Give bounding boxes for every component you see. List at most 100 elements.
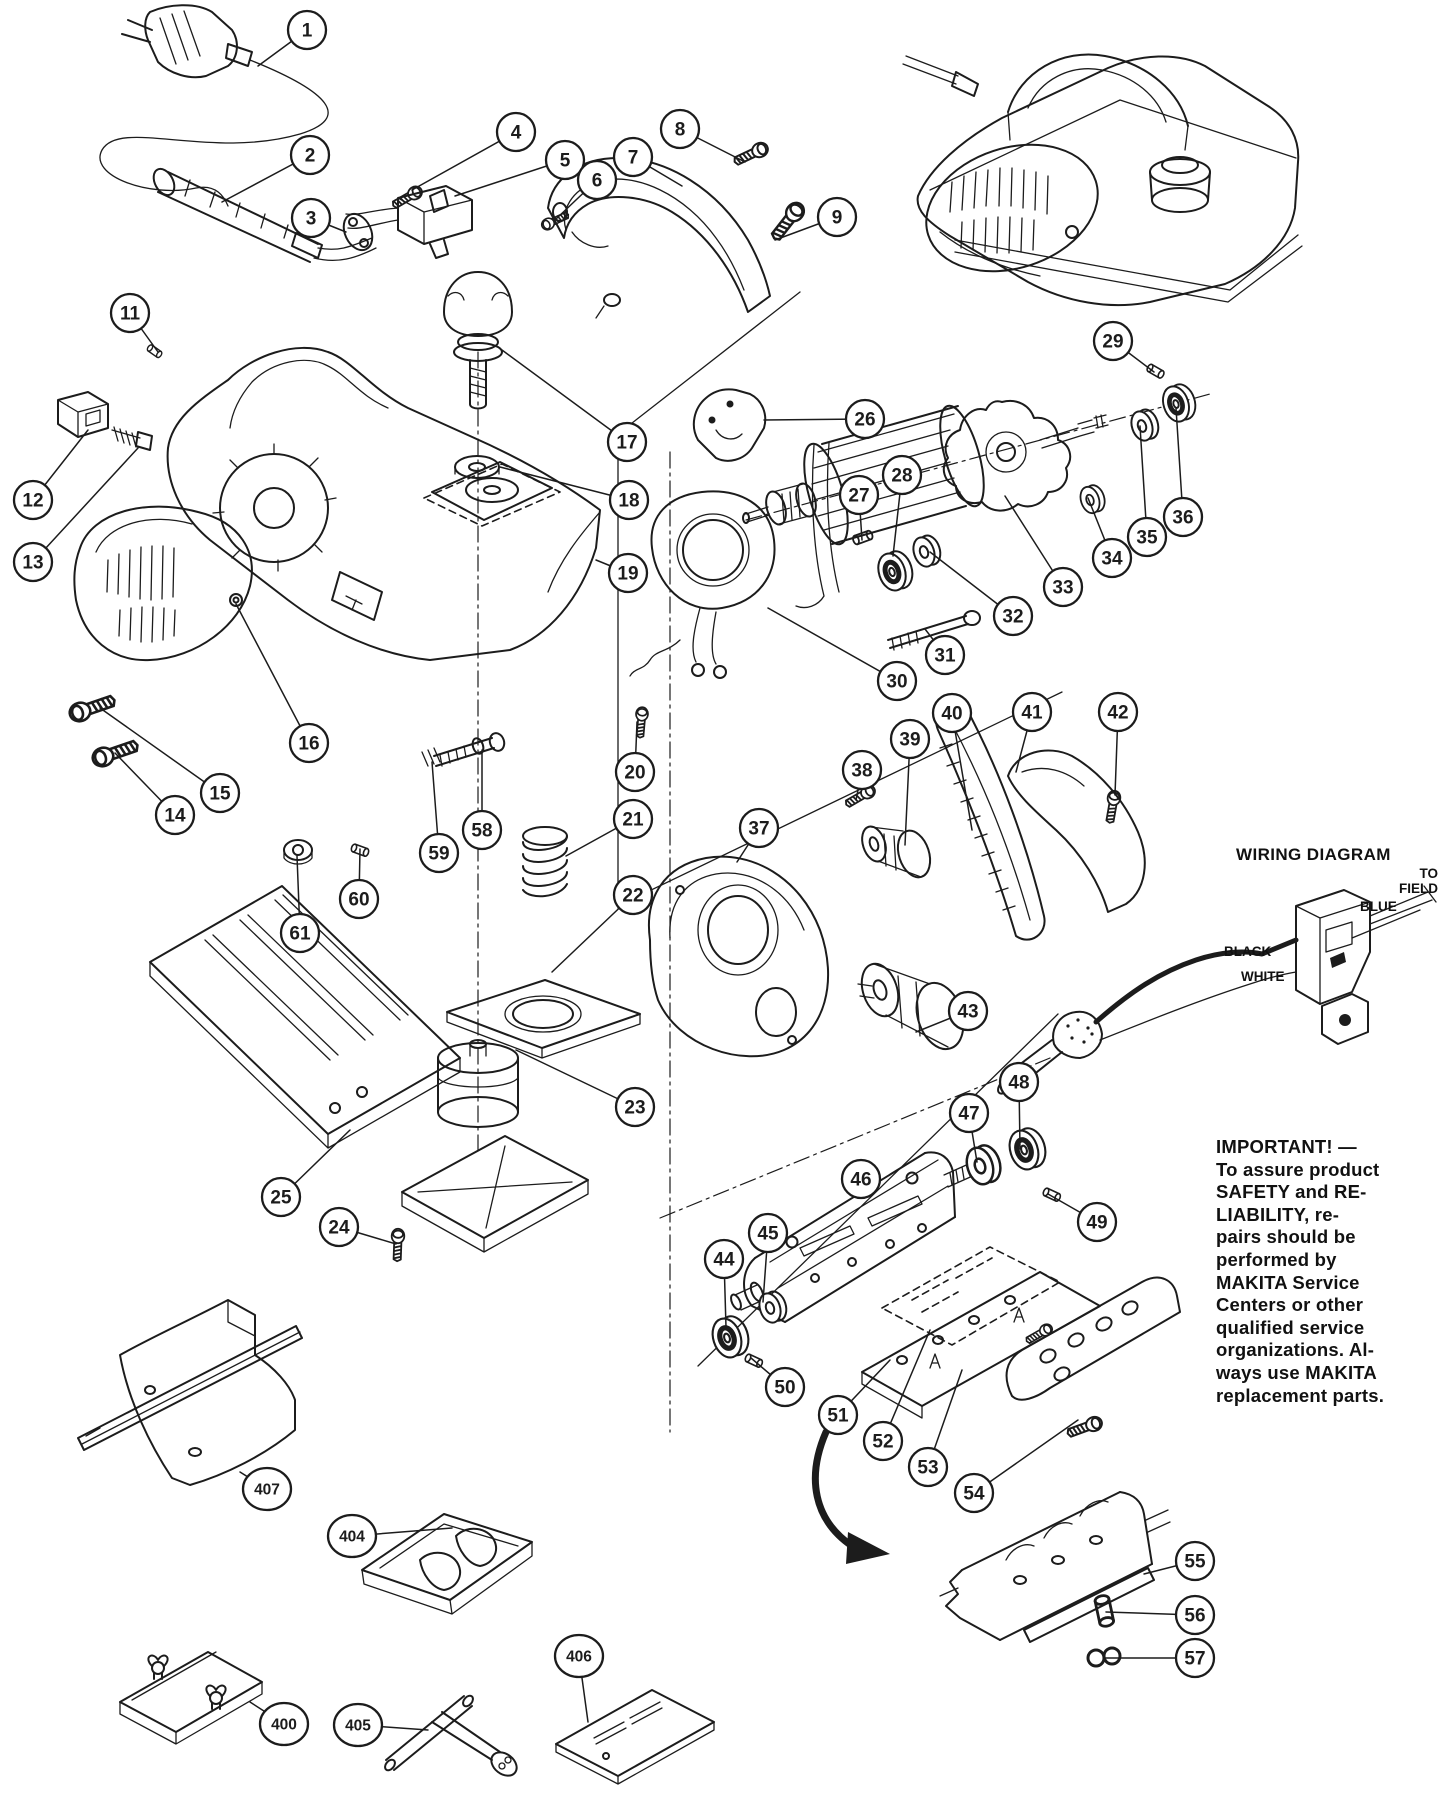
motor-pulley: [861, 825, 932, 879]
callout-16: 16: [235, 603, 330, 764]
balloon-circle: [12, 541, 54, 583]
balloon-number: 22: [622, 886, 643, 907]
leader-line: [99, 707, 221, 794]
balloon-circle: [659, 108, 701, 150]
callout-5: 5: [454, 139, 586, 197]
balloon-circle: [12, 479, 54, 521]
washer-35: [1126, 405, 1163, 445]
balloon-circle: [1097, 691, 1139, 733]
balloon-number: 45: [757, 1224, 779, 1245]
callout-14: 14: [114, 752, 196, 836]
balloon-number: 31: [934, 646, 956, 667]
balloon-number: 41: [1021, 703, 1043, 724]
balloon-number: 15: [209, 784, 231, 805]
callout-38: 38: [841, 749, 883, 801]
notice-line: To assure product: [1216, 1158, 1380, 1180]
screw-4: [389, 183, 426, 212]
blade-set: [861, 1246, 1181, 1419]
callout-13: 13: [12, 447, 139, 583]
balloon-circle: [1174, 1540, 1216, 1582]
balloon-number: 29: [1102, 332, 1123, 353]
balloon-circle: [289, 134, 331, 176]
balloon-number: 20: [624, 763, 645, 784]
balloon-number: 5: [560, 151, 571, 172]
screw-8: [730, 139, 772, 170]
wiring-label-blue: BLUE: [1360, 899, 1397, 914]
callout-1: 1: [257, 9, 328, 67]
callout-12: 12: [12, 429, 89, 521]
leader-line: [767, 607, 898, 682]
balloon-circle: [1174, 1637, 1216, 1679]
pin-29: [1145, 362, 1166, 380]
balloon-circle: [260, 1176, 302, 1218]
callout-28: 28: [881, 454, 923, 557]
balloon-number: 16: [298, 734, 319, 755]
balloon-circle: [576, 159, 618, 201]
ball-bearing-36: [1159, 381, 1200, 425]
screw-9: [766, 198, 809, 245]
wiring-diagram-title: WIRING DIAGRAM: [1236, 845, 1391, 864]
callout-404: 404: [326, 1513, 453, 1559]
callout-8: 8: [659, 108, 746, 163]
balloon-circle: [553, 1633, 605, 1679]
callout-22: 22: [551, 874, 654, 973]
balloon-number: 400: [271, 1717, 297, 1734]
ball-bearing-44: [708, 1313, 753, 1362]
edge-fence: [77, 1299, 303, 1486]
callout-39: 39: [889, 718, 931, 846]
callout-36: 36: [1162, 407, 1204, 538]
callout-48: 48: [998, 1061, 1040, 1150]
knob-washer: [454, 455, 500, 479]
ball-bearing-28: [874, 548, 917, 594]
balloon-number: 35: [1136, 528, 1158, 549]
callout-33: 33: [1004, 495, 1084, 608]
callout-11: 11: [109, 292, 159, 353]
lock-knob: [443, 271, 513, 410]
callout-37: 37: [736, 807, 780, 863]
balloon-circle: [109, 292, 151, 334]
balloon-number: 19: [617, 564, 638, 585]
balloon-number: 28: [891, 466, 912, 487]
wiring-diagram-art: [997, 885, 1437, 1095]
balloon-circle: [907, 1446, 949, 1488]
balloon-circle: [288, 722, 330, 764]
leader-line: [32, 447, 139, 563]
rear-base-plate: [149, 885, 461, 1149]
wiring-label-to: TO: [1419, 866, 1438, 881]
balloon-circle: [290, 197, 332, 239]
notice-line: replacement parts.: [1216, 1384, 1385, 1406]
balloon-circle: [279, 912, 321, 954]
balloon-number: 24: [328, 1218, 350, 1239]
balloon-circle: [544, 139, 586, 181]
front-shoe: [401, 1135, 589, 1253]
balloon-number: 7: [628, 148, 639, 169]
set-plate-404: [361, 1513, 533, 1615]
switch: [345, 185, 473, 259]
callout-24: 24: [318, 1206, 397, 1248]
hex-bolt-54: [1064, 1413, 1105, 1442]
main-housing: [166, 347, 601, 661]
callout-52: 52: [862, 1329, 931, 1462]
notice-line: Centers or other: [1216, 1294, 1364, 1316]
pin-56: [1092, 1593, 1116, 1629]
balloon-number: 1: [302, 21, 313, 42]
balloon-circle: [703, 1238, 745, 1280]
balloon-circle: [1092, 320, 1134, 362]
balloon-circle: [606, 421, 648, 463]
leader-line: [973, 1419, 1079, 1494]
callout-17: 17: [501, 349, 648, 463]
screw-24: [389, 1227, 406, 1263]
balloon-circle: [862, 1420, 904, 1462]
balloon-circle: [764, 1366, 806, 1408]
socket-wrench: [384, 1694, 518, 1777]
balloon-number: 39: [899, 730, 920, 751]
notice-line: performed by: [1216, 1248, 1337, 1270]
balloon-number: 6: [592, 171, 603, 192]
balloon-number: 13: [22, 553, 43, 574]
assembled-planer: [902, 53, 1303, 307]
balloon-number: 26: [854, 410, 875, 431]
balloon-circle: [1076, 1201, 1118, 1243]
ball-bearing-48: [1005, 1125, 1050, 1174]
balloon-number: 405: [345, 1718, 371, 1735]
